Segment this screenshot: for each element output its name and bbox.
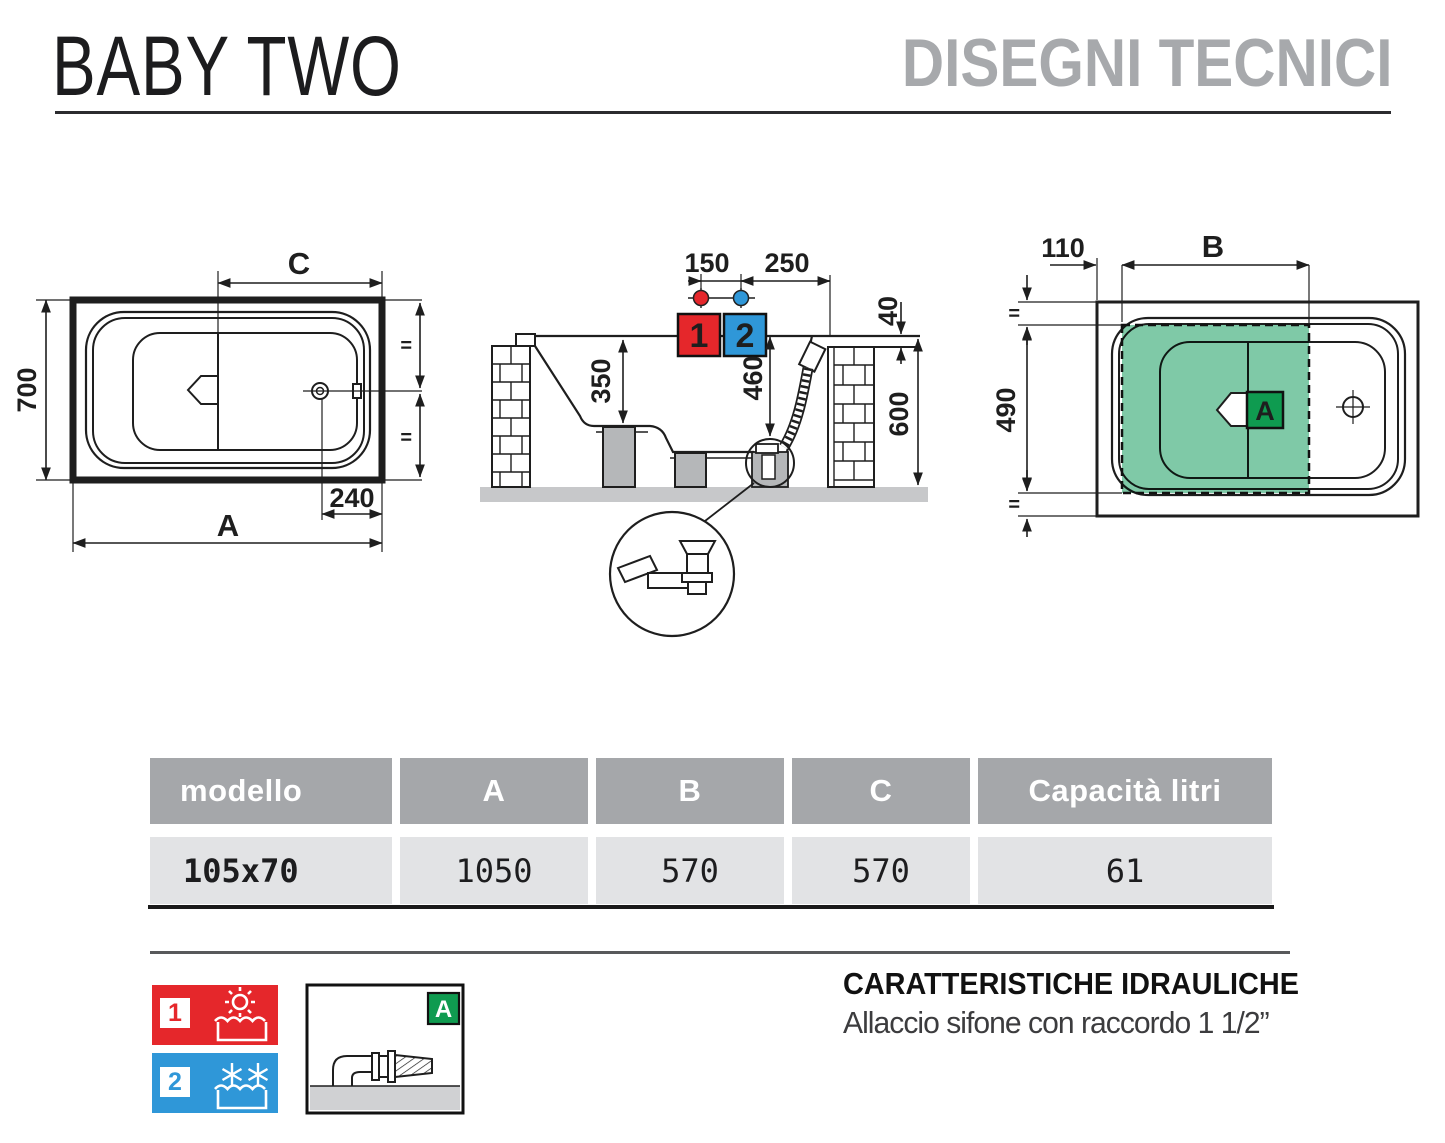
section-view-drawing: 1 2 150 250 40 600 460 350 <box>480 248 928 638</box>
dim-label-150: 150 <box>684 248 729 278</box>
seat-marker <box>186 375 219 405</box>
dim-label-250: 250 <box>764 248 809 278</box>
legend-floor <box>310 1086 460 1110</box>
cell-b: 570 <box>596 837 784 904</box>
dim-label-600: 600 <box>884 391 914 436</box>
hot-water-tag <box>676 312 722 358</box>
cell-modello: 105x70 <box>150 837 392 904</box>
table-row: 105x70 1050 570 570 61 <box>150 837 1272 904</box>
header-divider <box>55 111 1391 114</box>
siphon-detail-drawing <box>616 540 717 595</box>
right-wall <box>827 346 875 488</box>
page-title: BABY TWO <box>52 19 402 113</box>
cold-water-basin-icon <box>214 1084 268 1110</box>
col-header-a: A <box>400 758 588 824</box>
section-title: DISEGNI TECNICI <box>901 25 1392 101</box>
dim-label-460: 460 <box>738 355 768 400</box>
dim-label-240: 240 <box>329 483 374 513</box>
cold-water-dot <box>732 289 750 307</box>
drain-assembly <box>751 443 789 488</box>
top-view-drawing: C 700 = = 240 A <box>12 246 425 552</box>
rim-lip <box>515 333 536 347</box>
drain-callout-circle <box>745 438 795 488</box>
dim-label-110: 110 <box>1041 233 1085 263</box>
snowflake-icon <box>221 1063 269 1085</box>
hot-water-dot <box>692 289 710 307</box>
col-header-b: B <box>596 758 784 824</box>
cell-a: 1050 <box>400 837 588 904</box>
dim-label-700: 700 <box>12 367 42 412</box>
cell-capacita: 61 <box>978 837 1272 904</box>
legend-a-badge <box>426 991 461 1026</box>
hydraulics-title: CARATTERISTICHE IDRAULICHE <box>843 966 1299 1001</box>
equal-mark-bottom: = <box>400 427 412 449</box>
hot-water-basin-icon <box>214 1016 268 1042</box>
col-header-modello: modello <box>150 758 392 824</box>
technical-drawings: C 700 = = 240 A <box>12 230 1420 638</box>
sun-icon <box>225 987 255 1017</box>
dim-label-c: C <box>288 246 310 281</box>
dim-label-a: A <box>217 508 239 543</box>
dim-label-350: 350 <box>586 358 616 403</box>
dim-label-490: 490 <box>991 387 1021 432</box>
dimensions-table: modello A B C Capacità litri 105x70 1050… <box>150 758 1272 904</box>
tag-1-label: 1 <box>690 317 709 355</box>
floor <box>480 487 928 502</box>
legend-a-label: A <box>435 996 452 1023</box>
zone-a-label: A <box>1255 396 1275 426</box>
equal-mark-top: = <box>1008 303 1020 325</box>
overflow-hose <box>779 340 827 450</box>
hydraulics-description: Allaccio sifone con raccordo 1 1/2” <box>843 1005 1270 1040</box>
footer-divider <box>150 951 1290 954</box>
tag-2-label: 2 <box>736 317 755 355</box>
cold-water-legend: 2 <box>152 1053 278 1113</box>
support-pillar <box>602 426 636 488</box>
table-header-row: modello A B C Capacità litri <box>150 758 1272 824</box>
table-bottom-rule <box>148 905 1274 909</box>
siphon-legend: A <box>305 983 465 1115</box>
siphon-pipe-icon <box>332 1050 433 1086</box>
dim-label-40: 40 <box>873 296 903 326</box>
legend-1-label: 1 <box>168 999 182 1027</box>
col-header-c: C <box>792 758 970 824</box>
hot-water-legend: 1 <box>152 985 278 1045</box>
equal-mark-bottom: = <box>1008 494 1020 516</box>
dim-label-b: B <box>1202 230 1224 264</box>
cell-c: 570 <box>792 837 970 904</box>
support-pillar <box>674 452 707 488</box>
cold-water-tag <box>722 312 768 358</box>
left-wall <box>491 345 531 488</box>
equal-mark-top: = <box>400 335 412 357</box>
legend: 1 2 <box>152 983 465 1115</box>
col-header-capacita: Capacità litri <box>978 758 1272 824</box>
legend-2-label: 2 <box>168 1068 182 1096</box>
zone-a-badge <box>1245 390 1285 430</box>
plan-view-drawing: 110 B 490 = = A <box>991 230 1420 537</box>
